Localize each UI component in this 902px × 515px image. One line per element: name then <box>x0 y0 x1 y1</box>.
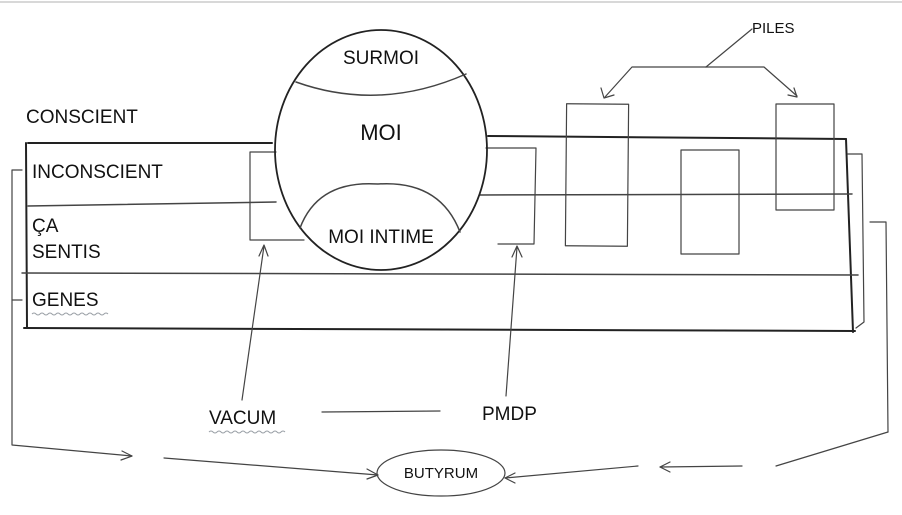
pmdp-arrowhead <box>511 245 523 258</box>
piles-arrow-right-line <box>705 66 798 97</box>
piles-arrowhead-right <box>787 87 798 98</box>
pmdp-arrow-line <box>505 246 518 397</box>
vacum-spellcheck-underline <box>208 430 286 434</box>
band-inconscient-divider-left <box>27 201 277 207</box>
vacum-arrow-line <box>241 245 265 401</box>
pile-rect-1 <box>564 103 630 247</box>
loop-right-arrowhead <box>659 461 671 473</box>
piles-stem-line <box>705 28 753 68</box>
vacum-arrowhead <box>258 244 269 257</box>
vacum-box <box>249 151 305 241</box>
ca-label: ÇA <box>32 216 59 237</box>
genes-spellcheck-underline <box>31 312 109 316</box>
piles-arrowhead-left <box>600 87 615 99</box>
pile-rect-2 <box>680 149 740 255</box>
band-left-edge <box>25 142 28 329</box>
sentis-label: SENTIS <box>32 242 101 263</box>
moi-ellipse <box>274 29 488 271</box>
surmoi-divider <box>295 73 467 96</box>
butyrum-arrowhead-right <box>504 472 516 484</box>
band-bottom-line <box>23 327 856 332</box>
moi-label: MOI <box>360 120 402 145</box>
band-inconscient-divider-right <box>479 193 853 196</box>
band-genes-divider <box>21 272 859 276</box>
left-bracket <box>11 169 23 301</box>
surmoi-label: SURMOI <box>343 48 419 69</box>
band-right-edge <box>845 138 854 333</box>
loop-to-butyrum-left <box>163 457 379 476</box>
vacum-label: VACUM <box>209 408 276 429</box>
loop-to-butyrum-right <box>504 465 639 479</box>
loop-left-segment <box>11 299 133 457</box>
butyrum-arrowhead-left <box>366 468 379 480</box>
pmdp-label: PMDP <box>482 404 537 425</box>
loop-right-mid <box>659 465 743 468</box>
genes-label: GENES <box>32 290 99 311</box>
butyrum-label: BUTYRUM <box>404 465 478 482</box>
inconscient-label: INCONSCIENT <box>32 162 163 183</box>
conscient-label: CONSCIENT <box>26 107 138 128</box>
pile-rect-3 <box>775 103 835 211</box>
loop-right-segment <box>775 431 889 467</box>
loop-left-arrowhead <box>120 450 133 461</box>
right-bracket-inner <box>847 153 865 329</box>
butyrum-ellipse <box>376 449 506 497</box>
piles-label: PILES <box>752 20 795 37</box>
moi-intime-label: MOI INTIME <box>328 227 434 248</box>
pmdp-box <box>485 147 537 245</box>
piles-arrow-left-line <box>604 66 707 98</box>
band-top-line-right <box>487 135 847 140</box>
right-bracket-outer <box>869 221 889 433</box>
moi-intime-dome <box>299 182 461 233</box>
vacum-pmdp-connector <box>321 410 441 413</box>
